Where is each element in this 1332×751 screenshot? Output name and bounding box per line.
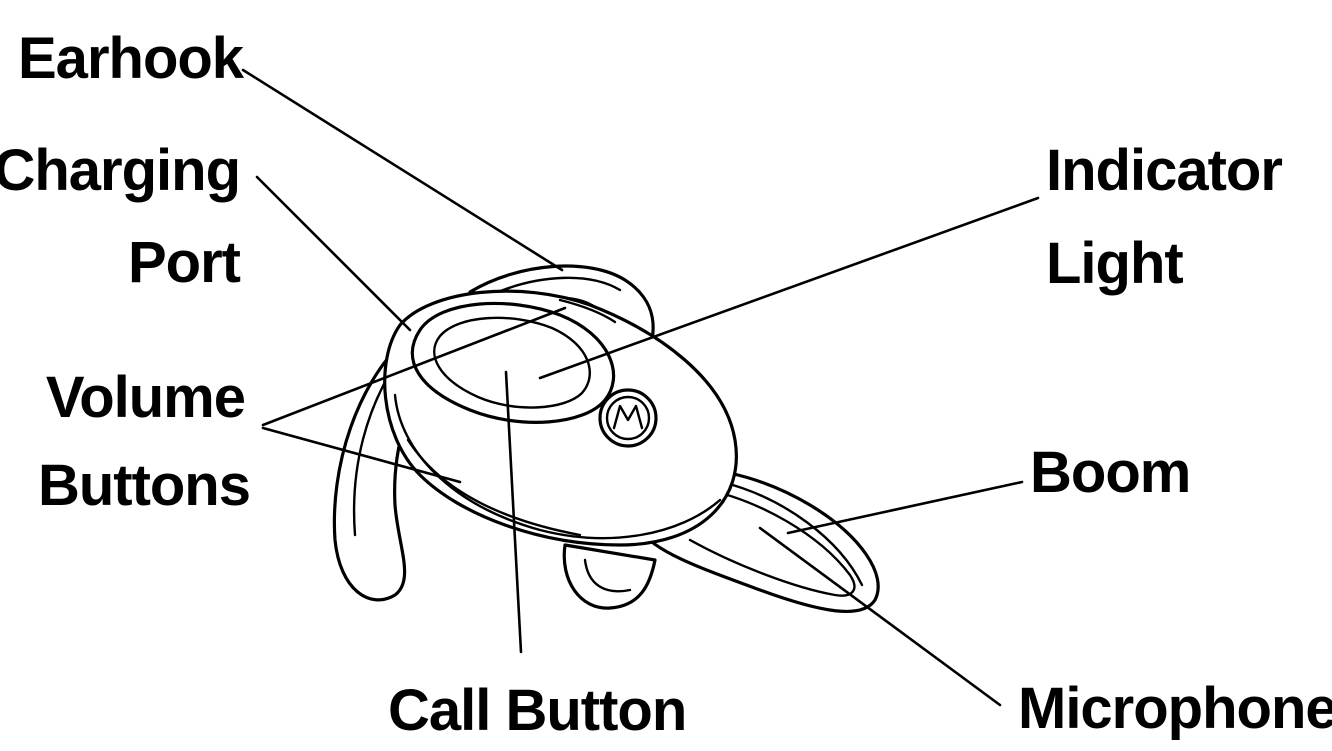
call-button-leader xyxy=(504,370,523,654)
earhook-leader xyxy=(241,68,564,272)
boom-leader xyxy=(786,480,1024,535)
label-charging-port-line1: Charging xyxy=(0,138,240,203)
label-boom: Boom xyxy=(1030,440,1190,505)
charging-port-leader xyxy=(255,175,412,332)
call-button-inner xyxy=(433,316,591,409)
headset-illustration xyxy=(332,264,880,614)
label-indicator-light-line1: Indicator xyxy=(1046,138,1282,203)
leader-lines xyxy=(241,68,1040,707)
boom-inner xyxy=(688,486,856,597)
body-side-band-lower xyxy=(406,438,582,537)
indicator-light-leader xyxy=(538,196,1040,380)
labels: Earhook Charging Port Volume Buttons Ind… xyxy=(0,26,1332,743)
boom-edge xyxy=(720,480,864,587)
label-microphone: Microphone xyxy=(1018,676,1332,741)
label-volume-buttons-line2: Buttons xyxy=(38,453,250,518)
microphone-leader xyxy=(758,526,1002,707)
label-volume-buttons-line1: Volume xyxy=(46,365,245,430)
label-indicator-light-line2: Light xyxy=(1046,231,1183,296)
label-earhook: Earhook xyxy=(18,26,245,91)
label-charging-port-line2: Port xyxy=(128,230,241,295)
rear-foot-inner xyxy=(583,558,632,593)
volume-ridge xyxy=(558,298,617,324)
motorola-logo-icon xyxy=(598,388,658,448)
volume-buttons-leader-lower xyxy=(261,426,462,484)
label-call-button: Call Button xyxy=(388,678,686,743)
rear-foot xyxy=(562,543,657,610)
volume-buttons-leader-upper xyxy=(261,306,567,427)
earhook-top-inner xyxy=(496,276,622,294)
